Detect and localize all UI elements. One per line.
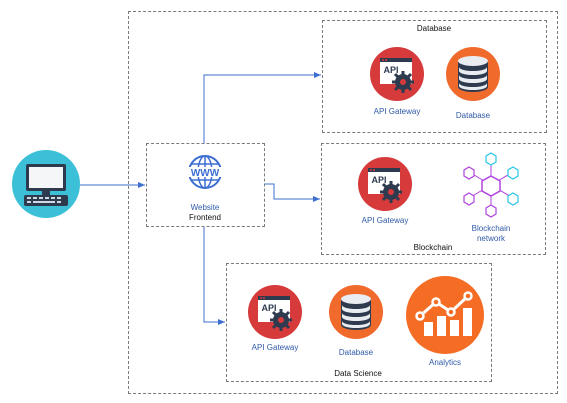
system-boundary xyxy=(128,11,558,394)
frontend-label-line2: Frontend xyxy=(188,213,222,222)
svg-text:API: API xyxy=(383,65,398,75)
api-gateway-icon: API xyxy=(248,285,302,339)
arrow-frontend-to-datascience xyxy=(203,227,225,325)
www-globe-icon: WWW xyxy=(186,153,224,191)
datascience-group-box xyxy=(226,263,492,382)
blockchain-group-box xyxy=(321,143,546,255)
analytics-icon xyxy=(406,276,484,354)
svg-text:API: API xyxy=(261,303,276,313)
blockchain-group-api-label: API Gateway xyxy=(361,216,409,225)
database-group-title: Database xyxy=(416,24,452,33)
blockchain-group-title: Blockchain xyxy=(413,243,453,252)
api-gateway-icon: API xyxy=(358,157,412,211)
arrow-frontend-to-blockchain xyxy=(265,183,320,202)
arrow-frontend-to-database xyxy=(203,72,321,143)
database-group-box xyxy=(322,20,547,133)
blockchain-network-label-line1: Blockchain xyxy=(471,224,511,233)
frontend-label-line1: Website xyxy=(190,203,220,212)
datascience-group-title: Data Science xyxy=(334,369,382,378)
svg-text:API: API xyxy=(371,175,386,185)
api-gateway-icon: API xyxy=(370,47,424,101)
svg-text:WWW: WWW xyxy=(191,168,220,179)
desktop-computer-icon xyxy=(12,150,80,218)
datascience-group-db-label: Database xyxy=(338,348,374,357)
datascience-group-analytics-label: Analytics xyxy=(428,358,461,367)
datascience-group-api-label: API Gateway xyxy=(251,343,299,352)
database-icon xyxy=(446,47,500,101)
database-group-db-label: Database xyxy=(455,111,491,120)
database-icon xyxy=(329,285,383,339)
blockchain-network-label-line2: network xyxy=(476,234,505,243)
database-group-api-label: API Gateway xyxy=(373,107,421,116)
blockchain-network-icon xyxy=(460,150,522,220)
frontend-box xyxy=(146,143,265,227)
